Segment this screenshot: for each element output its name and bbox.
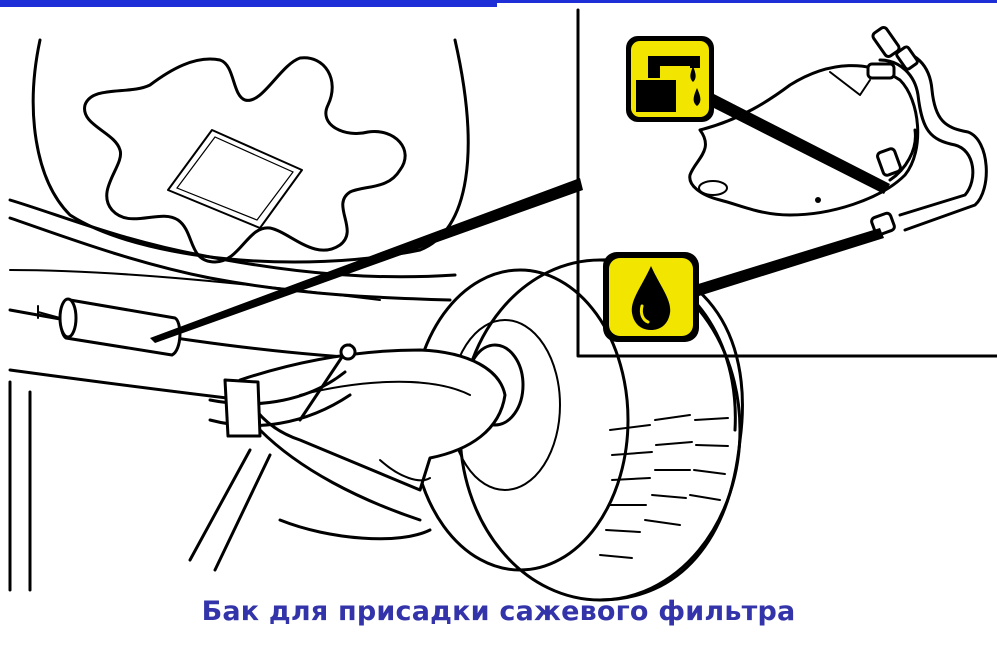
header-bar	[0, 0, 997, 7]
star-pan	[83, 56, 407, 264]
detail-inset	[576, 8, 997, 358]
fluid-drop-icon	[603, 252, 699, 342]
fuel-refill-icon	[626, 36, 714, 122]
diagram-caption: Бак для присадки сажевого фильтра	[201, 596, 796, 627]
additive-tank	[37, 297, 182, 357]
pointer-line-tank	[150, 178, 583, 343]
